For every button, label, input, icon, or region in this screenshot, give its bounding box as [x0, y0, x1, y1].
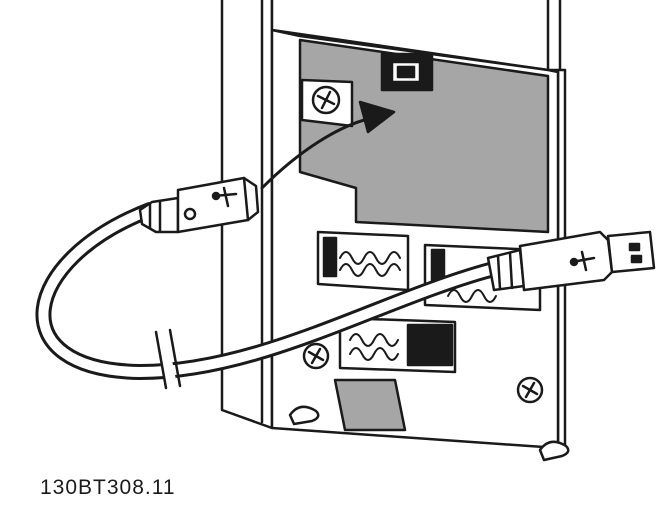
- ribbon-cable: [333, 378, 407, 432]
- mounting-foot-right: [538, 440, 570, 462]
- screw-icon: [302, 342, 330, 370]
- usb-symbol-icon: [211, 186, 238, 208]
- screw-icon: [516, 376, 544, 404]
- usb-cable: [35, 202, 498, 380]
- usb-connection-illustration: [35, 0, 656, 462]
- screw-icon: [311, 85, 341, 115]
- usb-symbol-icon: [569, 250, 596, 272]
- figure-code: 130BT308.11: [40, 476, 176, 499]
- usb-b-plug: [138, 176, 260, 234]
- usb-a-plug: [486, 230, 656, 292]
- cable-break-icon: [154, 326, 182, 396]
- arrow-icon: [260, 100, 396, 190]
- usb-port-icon: [380, 52, 434, 92]
- gray-panel: [298, 38, 550, 234]
- terminal-block-bottom: [338, 316, 457, 374]
- mounting-foot-left: [288, 405, 320, 426]
- terminal-block-left: [316, 230, 410, 292]
